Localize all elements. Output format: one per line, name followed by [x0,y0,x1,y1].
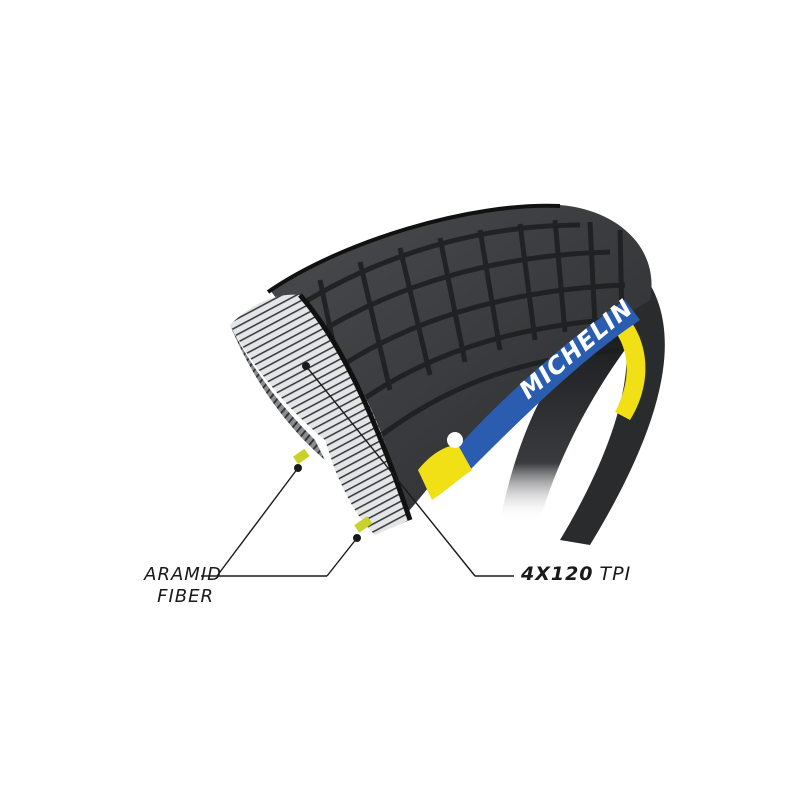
callout-tpi-unit: TPI [599,563,632,585]
callout-tpi-line [305,365,514,577]
callout-aramid-line2: FIBER [157,586,214,607]
callout-tpi-dot [302,362,310,370]
callout-aramid-line [201,467,358,577]
callout-aramid-dot-top [294,464,302,472]
callout-aramid-line1: ARAMID [144,564,222,585]
sidewall-blue [455,300,640,470]
tread-blocks [298,219,633,442]
callout-aramid-label: ARAMID FIBER [112,566,222,610]
aramid-bead-top [292,448,310,465]
casing-cutaway [230,294,410,535]
sidewall-yellow-right [602,302,646,420]
bibendum-mascot [447,432,463,448]
callout-tpi-value: 4X120 [521,563,594,585]
tire-inner-back [500,330,640,520]
callout-aramid-dot-bottom [353,534,361,542]
casing-edge [230,325,325,460]
sidewall-yellow-left [418,445,472,500]
aramid-bead-bottom [354,516,373,533]
